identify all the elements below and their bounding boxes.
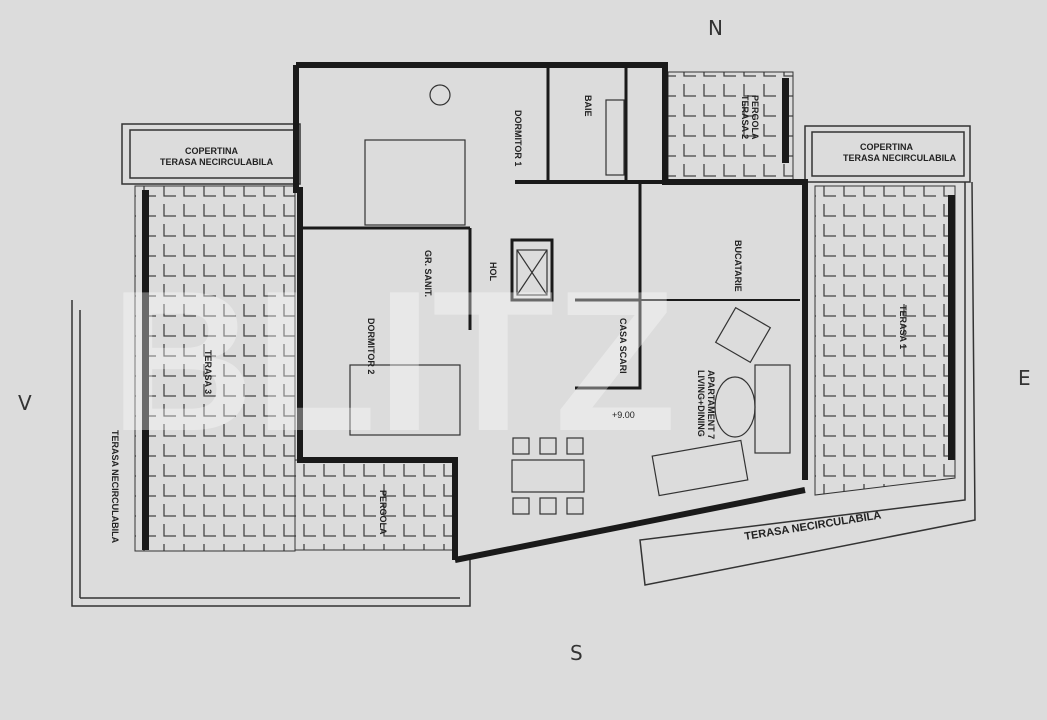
- tiled-terraces: [134, 71, 956, 552]
- compass-west: V: [18, 391, 32, 415]
- label-pergola-line1: PERGOLA: [750, 95, 760, 140]
- copertina-right-line1: COPERTINA: [860, 142, 914, 152]
- label-casa-scari: CASA SCARI: [618, 318, 628, 374]
- outer-terrace-outlines: [71, 123, 976, 607]
- label-dormitor-2: DORMITOR 2: [366, 318, 376, 374]
- elevation-label: +9.00: [612, 410, 635, 420]
- copertina-left-line2: TERASA NECIRCULABILA: [160, 157, 274, 167]
- copertina-right-line2: TERASA NECIRCULABILA: [843, 153, 957, 163]
- label-terasa-necirc-left: TERASA NECIRCULABILA: [110, 430, 120, 544]
- label-terasa3: TERASA 3: [203, 350, 213, 394]
- walls: [293, 62, 808, 563]
- label-terasa-necirc-bottom: TERASA NECIRCULABILA: [744, 509, 883, 542]
- label-apartament: APARTAMENT 7: [706, 370, 716, 439]
- compass-north: N: [708, 16, 723, 40]
- label-pergola: PERGOLA: [378, 490, 388, 535]
- label-terasa2: TERASA 2: [740, 95, 750, 139]
- compass-south: S: [570, 641, 583, 665]
- label-bucatarie: BUCATARIE: [733, 240, 743, 292]
- label-terasa1: TERASA 1: [898, 305, 908, 349]
- watermark: BLITZ: [110, 250, 677, 473]
- label-baie: BAIE: [583, 95, 593, 117]
- label-gr-sanit: GR. SANIT.: [423, 250, 433, 297]
- label-dormitor-1: DORMITOR 1: [513, 110, 523, 166]
- copertina-left-line1: COPERTINA: [185, 146, 239, 156]
- furniture: [349, 84, 791, 515]
- compass-east: E: [1018, 366, 1031, 390]
- label-living-dining: LIVING+DINING: [696, 370, 706, 437]
- label-hol: HOL: [488, 262, 498, 282]
